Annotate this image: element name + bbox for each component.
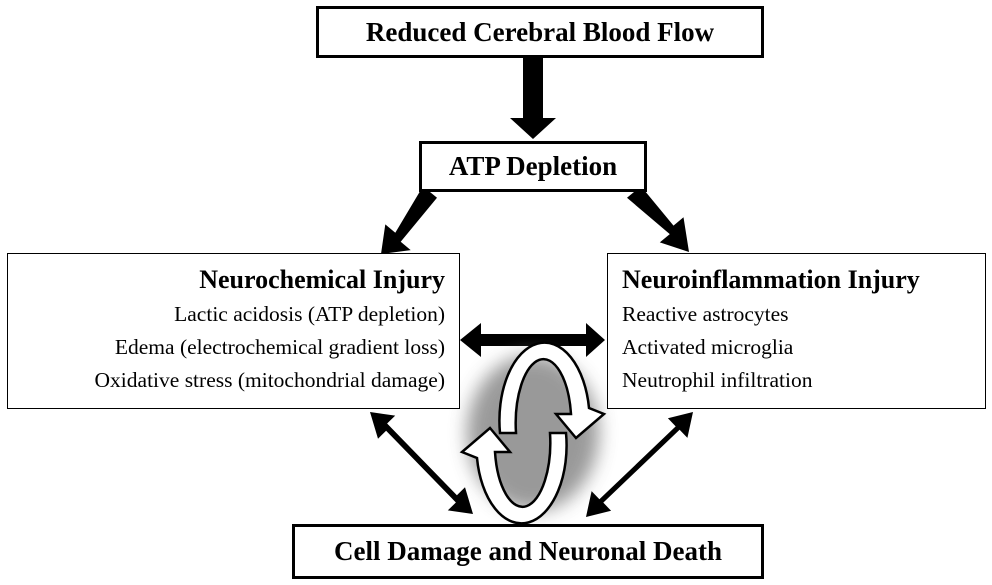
neuroinflammation-item: Activated microglia xyxy=(622,335,794,359)
atp-depletion-label: ATP Depletion xyxy=(448,151,618,181)
neuroinflammation-injury-title: Neuroinflammation Injury xyxy=(622,265,920,294)
arrow-between-injuries xyxy=(460,323,605,357)
cell-damage-label: Cell Damage and Neuronal Death xyxy=(334,536,722,566)
cell-damage-box: Cell Damage and Neuronal Death xyxy=(292,524,764,579)
arrow-atp-to-neuroinflammation xyxy=(627,186,689,252)
neurochemical-item: Lactic acidosis (ATP depletion) xyxy=(174,302,445,326)
arrow-neuroinflammation-to-death xyxy=(586,412,693,517)
neurochemical-injury-title: Neurochemical Injury xyxy=(199,265,445,294)
circular-arrows-icon xyxy=(459,341,607,525)
neurochemical-injury-box: Neurochemical Injury Lactic acidosis (AT… xyxy=(7,253,460,409)
neurochemical-item: Edema (electrochemical gradient loss) xyxy=(114,335,445,359)
reduced-blood-flow-box: Reduced Cerebral Blood Flow xyxy=(316,6,764,58)
neuroinflammation-injury-box: Neuroinflammation Injury Reactive astroc… xyxy=(607,253,986,409)
atp-depletion-box: ATP Depletion xyxy=(419,141,647,192)
neuroinflammation-item: Reactive astrocytes xyxy=(622,302,789,326)
arrow-flow-to-atp xyxy=(510,58,556,139)
reduced-blood-flow-label: Reduced Cerebral Blood Flow xyxy=(365,16,715,47)
arrow-atp-to-neurochemical xyxy=(381,186,437,254)
arrow-neurochemical-to-death xyxy=(370,412,473,514)
neurochemical-item: Oxidative stress (mitochondrial damage) xyxy=(94,368,445,392)
neuroinflammation-item: Neutrophil infiltration xyxy=(622,368,813,392)
